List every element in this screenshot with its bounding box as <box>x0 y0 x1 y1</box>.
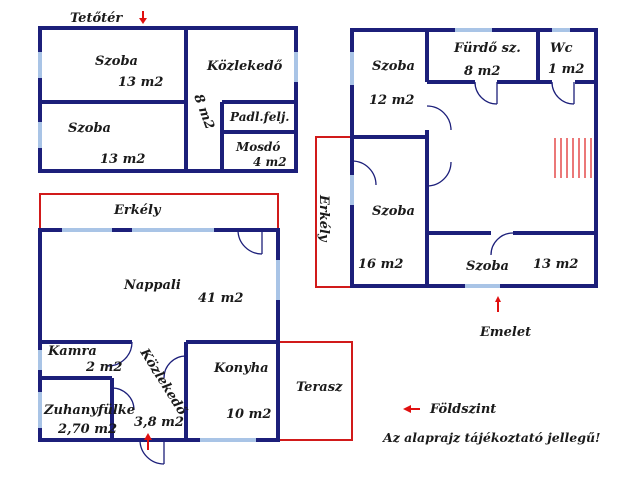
foldszint-door-swings <box>107 229 263 465</box>
entrance-arrow-icon <box>144 433 152 450</box>
foldszint-room-5-name: Zuhanyfülke <box>43 403 135 418</box>
emelet-room-1-name: Szoba <box>372 59 415 74</box>
emelet-title: Emelet <box>479 325 531 340</box>
tetoter-room-1-name: Szoba <box>95 54 138 69</box>
foldszint-room-2-area: 2 m2 <box>85 360 122 375</box>
tetoter-room-5-name: Mosdó <box>235 140 280 154</box>
emelet-room-5-area: 13 m2 <box>533 257 578 272</box>
tetoter-room-2-name: Szoba <box>68 121 111 136</box>
emelet-door-swings <box>351 81 575 256</box>
tetoter-room-3-name: Közlekedő <box>206 59 283 74</box>
foldszint-arrow-icon <box>403 405 420 413</box>
foldszint-room-2-name: Kamra <box>47 344 97 359</box>
foldszint-room-1-area: 41 m2 <box>198 291 243 306</box>
foldszint-windows <box>38 228 280 442</box>
tetoter-room-4-name: Padl.felj. <box>229 110 289 124</box>
emelet-room-3-area: 1 m2 <box>548 62 584 77</box>
emelet-room-4-name: Szoba <box>372 204 415 219</box>
foldszint-plan: Erkély Terasz Nappali <box>38 193 601 465</box>
emelet-balcony-label: Erkély <box>316 194 331 243</box>
emelet-room-5-name: Szoba <box>466 259 509 274</box>
tetoter-room-5-area: 4 m2 <box>253 155 287 169</box>
foldszint-title: Földszint <box>429 402 496 417</box>
disclaimer-note: Az alaprajz tájékoztató jellegű! <box>382 430 601 445</box>
foldszint-balcony-label: Erkély <box>113 203 162 218</box>
emelet-plan: Erkély <box>315 28 598 340</box>
foldszint-room-5-area: 2,70 m2 <box>57 422 117 437</box>
tetoter-room-1-area: 13 m2 <box>118 75 163 90</box>
tetoter-arrow-icon <box>139 11 147 24</box>
tetoter-windows <box>38 52 298 148</box>
emelet-arrow-icon <box>495 296 501 312</box>
terrace-label: Terasz <box>296 380 343 395</box>
emelet-room-3-name: Wc <box>550 41 573 56</box>
tetoter-walls <box>38 26 298 173</box>
foldszint-walls <box>38 228 280 442</box>
emelet-room-1-area: 12 m2 <box>369 93 414 108</box>
emelet-windows <box>350 28 570 288</box>
tetoter-room-2-area: 13 m2 <box>100 152 145 167</box>
foldszint-room-4-name: Konyha <box>213 361 269 376</box>
tetoter-title: Tetőtér <box>70 11 123 26</box>
stairs-icon <box>554 138 592 178</box>
foldszint-room-3-area: 3,8 m2 <box>134 415 184 430</box>
terrace-outline <box>278 341 353 441</box>
emelet-room-2-name: Fürdő sz. <box>453 41 521 56</box>
tetoter-room-3-area: 8 m2 <box>190 92 217 131</box>
foldszint-balcony-outline <box>39 193 279 228</box>
foldszint-room-4-area: 10 m2 <box>226 407 271 422</box>
emelet-room-2-area: 8 m2 <box>464 64 500 79</box>
emelet-room-4-area: 16 m2 <box>358 257 403 272</box>
foldszint-room-1-name: Nappali <box>123 278 181 293</box>
tetoter-plan: Tetőtér Szoba 13 m2 Szoba 13 m2 Közleked… <box>38 11 298 173</box>
